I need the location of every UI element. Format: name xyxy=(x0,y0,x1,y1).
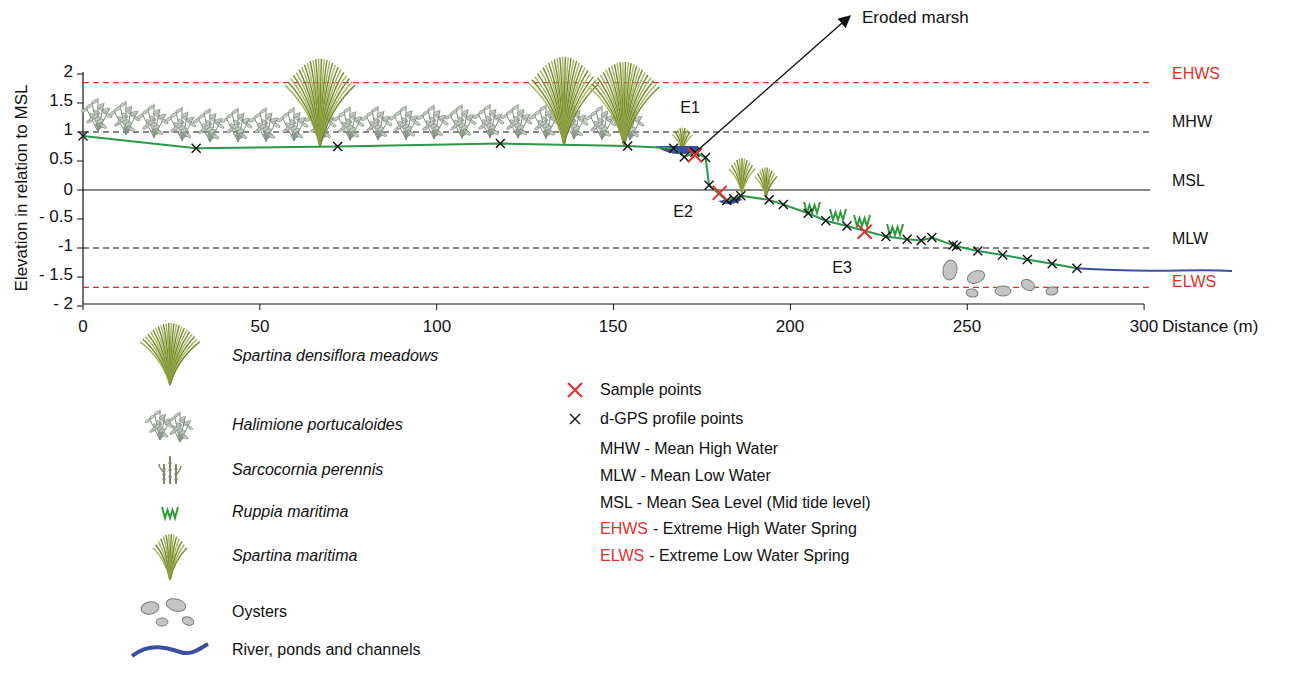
tick-label: 150 xyxy=(599,318,627,337)
level-label: MSL xyxy=(1172,172,1205,190)
tick-label: 100 xyxy=(423,318,451,337)
legend-note: MSL - Mean Sea Level (Mid tide level) xyxy=(600,494,871,512)
legend-text: River, ponds and channels xyxy=(232,641,421,659)
legend-note: MLW - Mean Low Water xyxy=(600,467,771,485)
tick-label: 300 xyxy=(1130,318,1158,337)
legend-text: Sample points xyxy=(600,381,701,399)
sample-label: E2 xyxy=(673,203,693,221)
tick-label: 1.5 xyxy=(49,92,73,111)
tick-label: 1 xyxy=(64,121,73,140)
legend-note: MHW - Mean High Water xyxy=(600,440,778,458)
tick-label: 0.5 xyxy=(49,150,73,169)
tick-label: 250 xyxy=(953,318,981,337)
legend-text: Halimione portucaloides xyxy=(232,416,403,434)
legend-text: Spartina densiflora meadows xyxy=(232,347,438,365)
legend-text: d-GPS profile points xyxy=(600,410,743,428)
callout-label: Eroded marsh xyxy=(862,9,969,28)
level-label: MHW xyxy=(1172,113,1212,131)
legend-note: EHWS xyxy=(600,520,648,538)
legend-note: ELWS xyxy=(600,547,644,565)
profile-line xyxy=(83,136,1077,268)
level-label: Distance (m) xyxy=(1162,318,1258,337)
tick-label: 200 xyxy=(776,318,804,337)
tick-label: - 1.5 xyxy=(39,266,73,285)
legend-note: - Extreme Low Water Spring xyxy=(649,547,849,565)
tick-label: - 0.5 xyxy=(39,208,73,227)
level-label: MLW xyxy=(1172,230,1208,248)
tick-label: 0 xyxy=(64,181,73,200)
vegetation xyxy=(81,57,1059,298)
tick-label: 0 xyxy=(78,318,87,337)
sample-label: E1 xyxy=(680,99,700,117)
tick-label: 50 xyxy=(251,318,270,337)
level-label: ELWS xyxy=(1172,273,1216,291)
legend-icons xyxy=(132,323,582,656)
legend-text: Ruppia maritima xyxy=(232,503,348,521)
level-label: EHWS xyxy=(1172,65,1220,83)
tick-label: 2 xyxy=(64,63,73,82)
drawing xyxy=(77,16,1232,656)
legend-text: Sarcocornia perennis xyxy=(232,461,383,479)
tick-label: -1 xyxy=(58,237,73,256)
legend-note: - Extreme High Water Spring xyxy=(653,520,857,538)
legend-text: Spartina maritima xyxy=(232,547,357,565)
tick-label: - 2 xyxy=(53,295,73,314)
legend-text: Oysters xyxy=(232,603,287,621)
axis-title: Elevation in relation to MSL xyxy=(13,85,32,292)
sample-label: E3 xyxy=(832,259,852,277)
